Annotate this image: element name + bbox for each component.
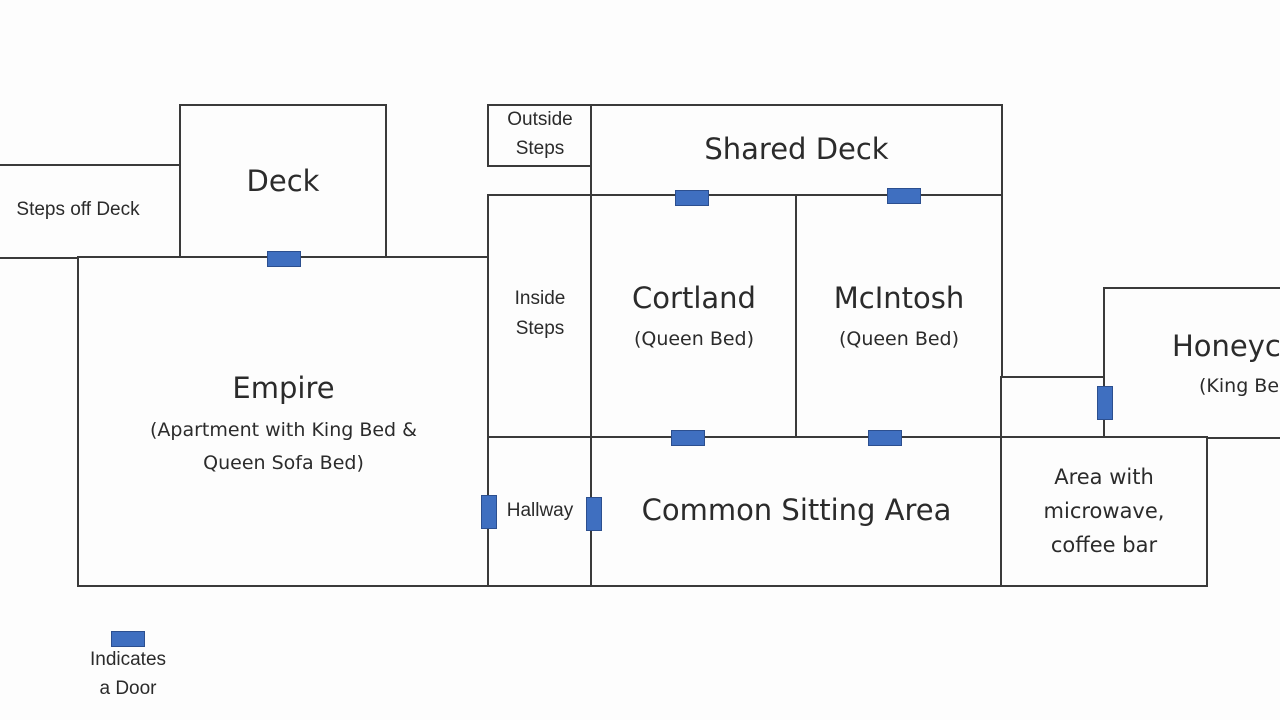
inside-steps-label-1: Inside <box>514 288 566 309</box>
deck-label: Deck <box>246 164 320 198</box>
outside-steps-room <box>487 104 593 167</box>
mcintosh-room <box>795 194 1003 439</box>
shared-deck-label: Shared Deck <box>704 132 889 166</box>
door-honeycrisp <box>1097 386 1113 420</box>
inside-steps-label-2: Steps <box>515 318 565 339</box>
honeycrisp-sublabel: (King Be <box>1199 375 1280 397</box>
common-sitting-area-room <box>590 436 1003 587</box>
common-sitting-area-label: Common Sitting Area <box>641 493 952 527</box>
microwave-area-label-1: Area with <box>1054 465 1154 489</box>
door-shared-deck-mcintosh <box>887 188 921 204</box>
mcintosh-sublabel: (Queen Bed) <box>838 328 960 350</box>
hallway-label: Hallway <box>506 500 574 521</box>
door-hallway-common <box>586 497 602 531</box>
legend-door-icon <box>111 631 145 647</box>
outside-steps-label-1: Outside <box>507 109 573 130</box>
inside-steps-room <box>487 194 593 439</box>
deck-room <box>179 104 387 259</box>
door-mcintosh-common <box>868 430 902 446</box>
steps-off-deck-room <box>0 164 182 259</box>
steps-off-deck-label: Steps off Deck <box>16 199 140 220</box>
door-cortland-common <box>671 430 705 446</box>
microwave-area-label-3: coffee bar <box>1050 533 1158 557</box>
empire-room <box>77 256 490 587</box>
legend-label-1: Indicates <box>89 649 167 670</box>
door-deck-empire <box>267 251 301 267</box>
empire-sublabel-1: (Apartment with King Bed & <box>150 419 417 441</box>
door-shared-deck-cortland <box>675 190 709 206</box>
outside-steps-label-2: Steps <box>515 138 565 159</box>
empire-sublabel-2: Queen Sofa Bed) <box>203 452 364 474</box>
honeycrisp-label: Honeyc <box>1172 329 1280 363</box>
shared-deck-room <box>590 104 1003 197</box>
empire-label: Empire <box>232 371 335 405</box>
microwave-area-room <box>1000 436 1208 587</box>
legend-label-2: a Door <box>99 678 157 699</box>
connector-room <box>1000 376 1107 439</box>
mcintosh-label: McIntosh <box>833 281 965 315</box>
microwave-area-label-2: microwave, <box>1043 499 1165 523</box>
door-empire-hallway <box>481 495 497 529</box>
cortland-room <box>590 194 798 439</box>
cortland-sublabel: (Queen Bed) <box>633 328 755 350</box>
cortland-label: Cortland <box>632 281 756 315</box>
